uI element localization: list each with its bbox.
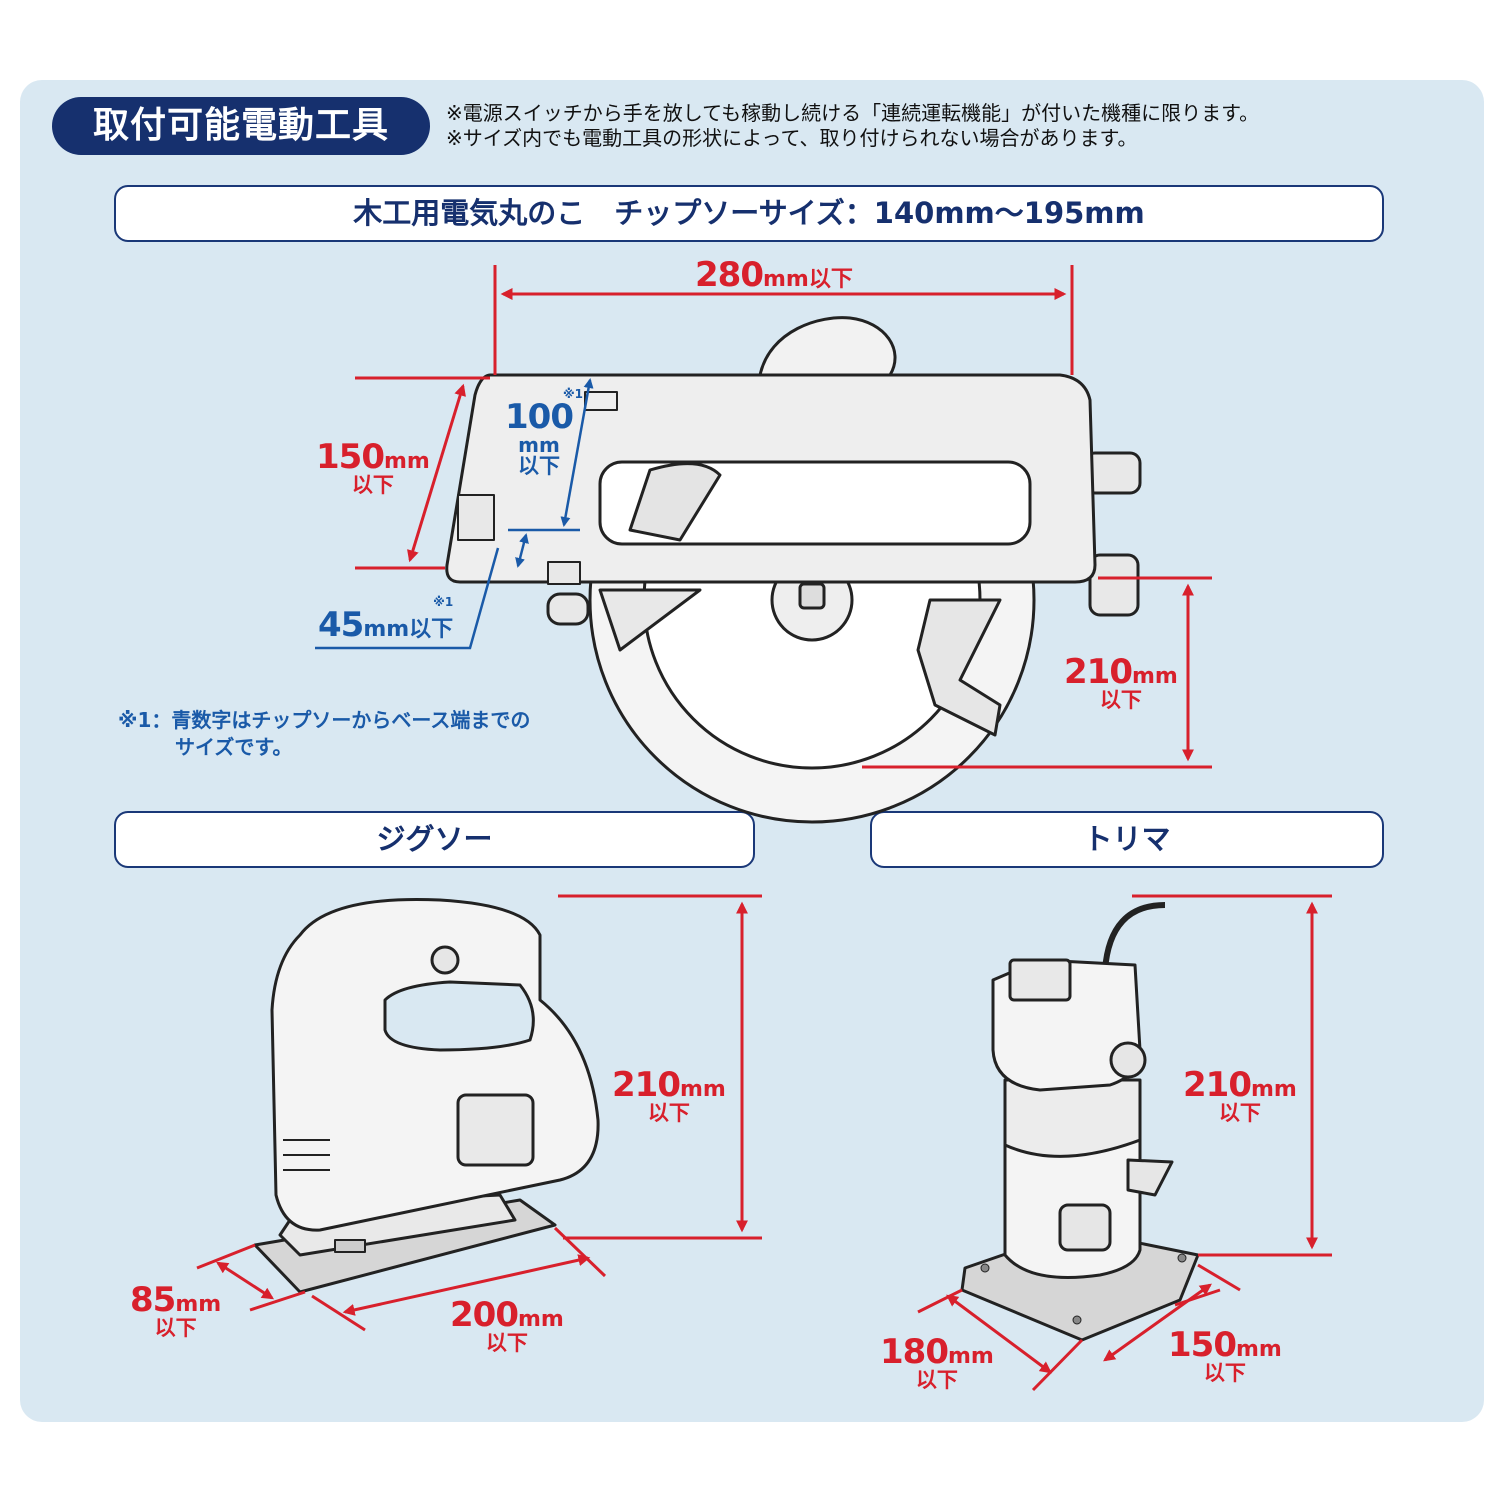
jigsaw-dimension-lines [196, 894, 762, 1332]
saw-blade-depth-label: ※1 100 mm 以下 [505, 387, 583, 478]
circular-saw-illustration [445, 316, 1142, 824]
jigsaw-heading: ジグソー [114, 811, 755, 868]
trimmer-depth-label: 180mm 以下 [880, 1332, 994, 1392]
trimmer-height-label: 210mm 以下 [1183, 1065, 1297, 1125]
saw-height-label: 210mm 以下 [1064, 652, 1178, 712]
page-title: 取付可能電動工具 [52, 97, 430, 155]
jigsaw-illustration [253, 897, 600, 1294]
note-continuous-operation: ※電源スイッチから手を放しても稼動し続ける「連続運転機能」が付いた機種に限ります… [446, 101, 1260, 125]
circular-saw-blade-offset-lines [315, 378, 594, 650]
circular-saw-dimension-lines [355, 265, 1212, 769]
trimmer-heading: トリマ [870, 811, 1384, 868]
trimmer-illustration [960, 902, 1200, 1342]
jigsaw-width-label: 85mm 以下 [130, 1280, 222, 1340]
trimmer-dimension-lines [917, 894, 1332, 1392]
blue-number-footnote: ※1：青数字はチップソーからベース端までの サイズです。 [118, 708, 531, 759]
circular-saw-heading: 木工用電気丸のこ チップソーサイズ：140mm～195mm [114, 185, 1384, 242]
saw-width-label: 280mm以下 [695, 255, 853, 295]
trimmer-width-label: 150mm 以下 [1168, 1325, 1282, 1385]
jigsaw-height-label: 210mm 以下 [612, 1065, 726, 1125]
saw-blade-side-label: ※1 45mm以下 [318, 595, 454, 645]
note-shape-restriction: ※サイズ内でも電動工具の形状によって、取り付けられない場合があります。 [446, 126, 1138, 150]
saw-depth-label: 150mm 以下 [316, 437, 430, 497]
jigsaw-length-label: 200mm 以下 [450, 1295, 564, 1355]
header-notes: ※電源スイッチから手を放しても稼動し続ける「連続運転機能」が付いた機種に限ります… [446, 101, 1259, 151]
